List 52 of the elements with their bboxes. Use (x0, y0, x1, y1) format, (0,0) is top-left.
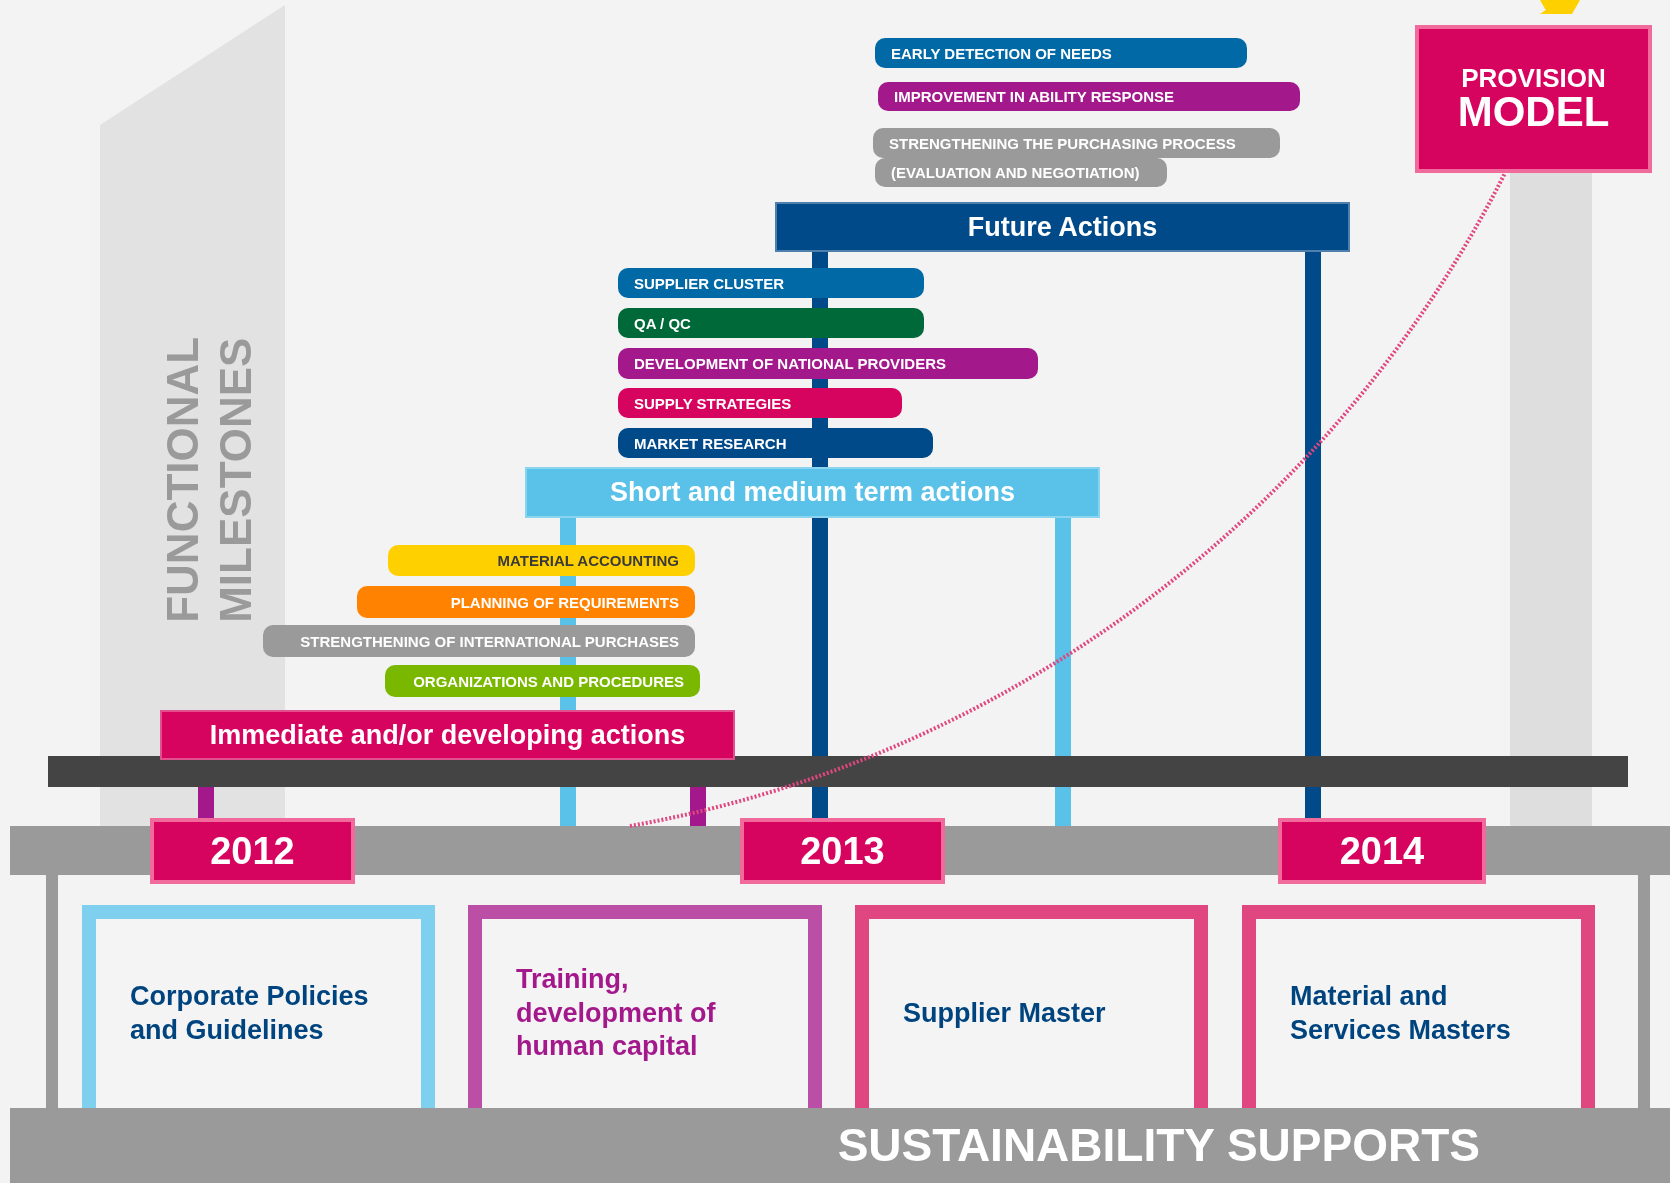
action-bar (263, 625, 695, 657)
phase-header (525, 467, 1100, 518)
year-label: 2012 (210, 832, 295, 870)
action-text: SUPPLIER CLUSTER (634, 275, 784, 291)
phase-header (160, 710, 735, 760)
action-text: SUPPLY STRATEGIES (634, 395, 792, 411)
action-text: STRENGTHENING OF INTERNATIONAL PURCHASES (300, 633, 679, 649)
action-text: QA / QC (634, 315, 691, 331)
action-bar (618, 348, 1038, 379)
action-text: MARKET RESEARCH (634, 435, 787, 451)
action-bar (618, 428, 933, 458)
action-bar (618, 268, 924, 298)
year-box (150, 818, 355, 884)
year-label: 2014 (1339, 832, 1425, 870)
base-title: SUSTAINABILITY SUPPORTS (837, 1118, 1480, 1173)
action-text: (EVALUATION AND NEGOTIATION) (891, 165, 1140, 180)
vertical-heading: FUNCTIONAL MILESTONES (157, 336, 261, 623)
year-label: 2013 (800, 832, 885, 870)
model-title: MODEL (1457, 91, 1610, 133)
year-box (740, 818, 945, 884)
support-pillar (82, 905, 435, 1108)
action-bar (875, 158, 1167, 187)
base-bar (10, 1108, 1670, 1183)
phase-title: Future Actions (967, 210, 1158, 244)
action-bar (875, 38, 1247, 68)
action-text: PLANNING OF REQUIREMENTS (450, 594, 679, 610)
pillar-title: Material and Services Masters (1290, 979, 1512, 1047)
action-bar (357, 586, 695, 618)
action-text: ORGANIZATIONS AND PROCEDURES (413, 673, 684, 689)
support-pillar (1242, 905, 1595, 1108)
action-bar (878, 82, 1300, 111)
action-bar (618, 388, 902, 418)
model-title: PROVISION (1461, 65, 1606, 91)
action-text: IMPROVEMENT IN ABILITY RESPONSE (894, 89, 1175, 104)
pillar-title: Corporate Policies and Guidelines (130, 979, 370, 1047)
pillar-title: Supplier Master (903, 996, 1106, 1030)
phase-title: Short and medium term actions (609, 476, 1016, 510)
phase-title: Immediate and/or developing actions (209, 718, 686, 752)
action-bar (618, 308, 924, 338)
action-text: STRENGTHENING THE PURCHASING PROCESS (889, 135, 1236, 151)
action-text: MATERIAL ACCOUNTING (497, 553, 679, 568)
year-box (1278, 818, 1486, 884)
model-box (1415, 25, 1652, 173)
phase-header (775, 202, 1350, 252)
action-bar (388, 545, 695, 576)
action-text: EARLY DETECTION OF NEEDS (891, 45, 1112, 61)
action-bar (873, 128, 1280, 158)
pillar-title: Training, development of human capital (516, 962, 717, 1064)
action-bar (385, 665, 700, 697)
action-text: DEVELOPMENT OF NATIONAL PROVIDERS (634, 356, 946, 371)
support-pillar (855, 905, 1208, 1108)
support-pillar (468, 905, 822, 1108)
